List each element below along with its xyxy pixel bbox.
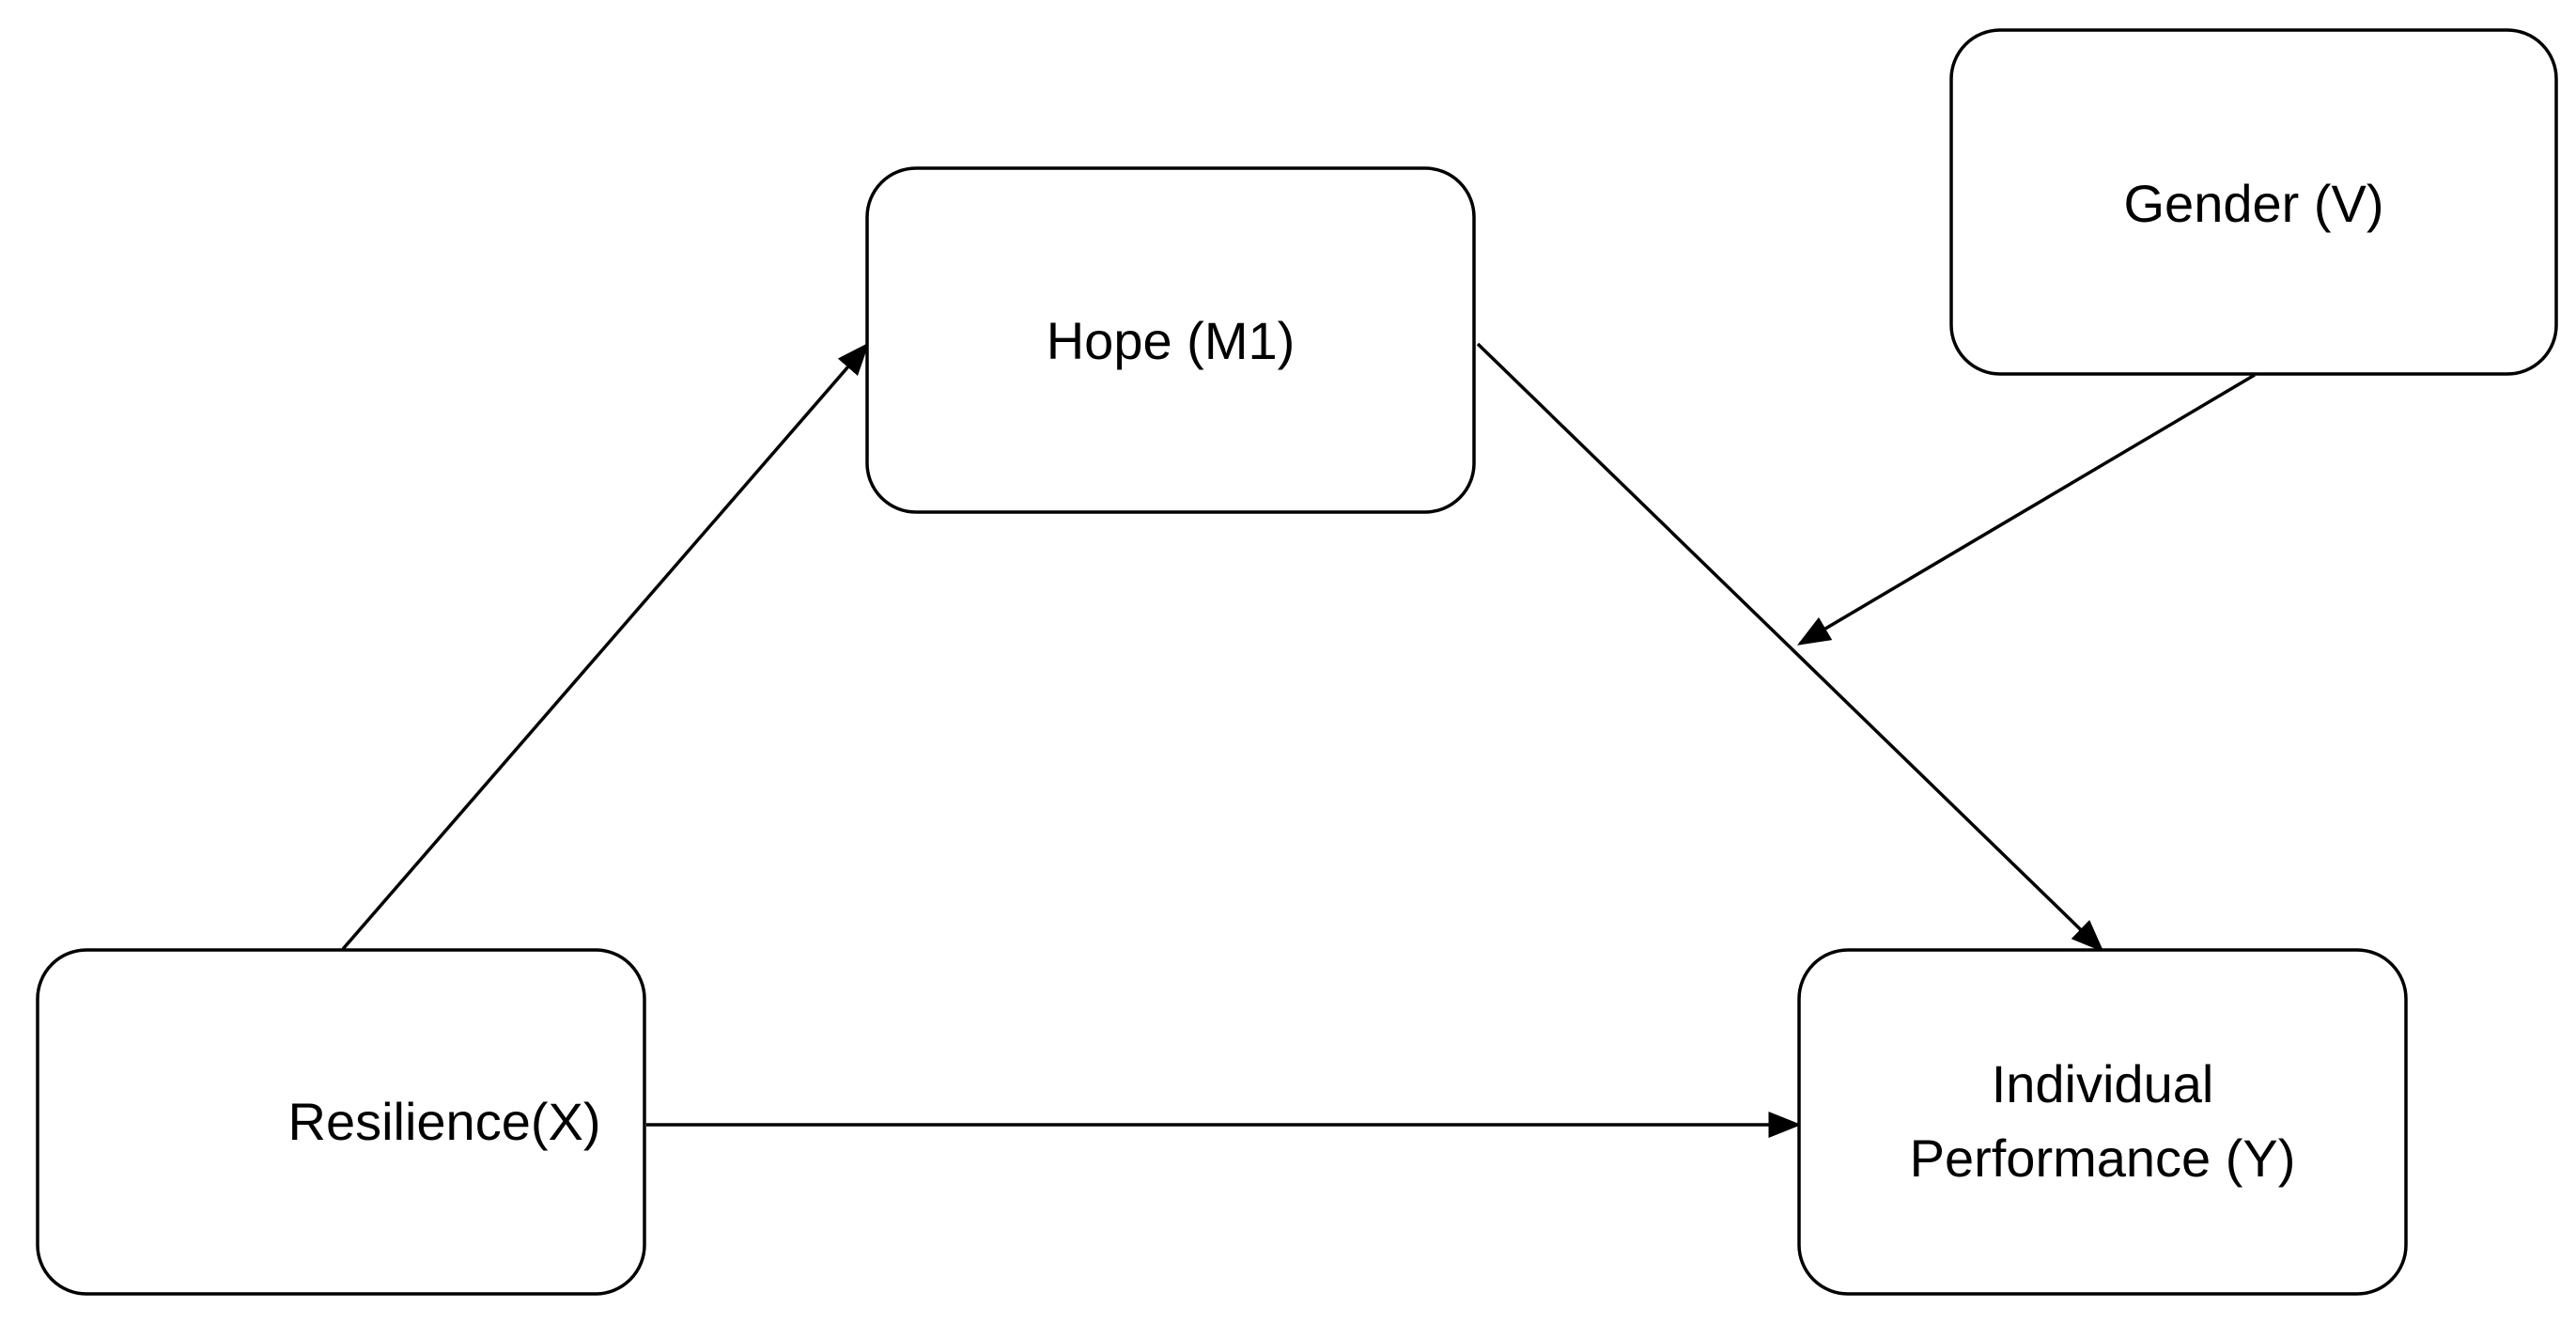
edge-hope-to-performance xyxy=(1476,342,2104,953)
node-resilience: Resilience(X) xyxy=(36,948,646,1296)
node-performance: Individual Performance (Y) xyxy=(1797,948,2408,1296)
node-gender-label: Gender (V) xyxy=(2124,174,2384,233)
node-performance-label-line2: Performance (Y) xyxy=(1910,1128,2296,1188)
edge-resilience-to-hope xyxy=(341,342,870,951)
node-gender: Gender (V) xyxy=(1949,28,2558,376)
edge-gender-moderation xyxy=(1796,373,2256,646)
node-hope-label: Hope (M1) xyxy=(1047,311,1296,370)
node-resilience-label: Resilience(X) xyxy=(288,1092,601,1151)
node-hope: Hope (M1) xyxy=(865,166,1476,514)
node-performance-label-line1: Individual xyxy=(1992,1054,2214,1113)
